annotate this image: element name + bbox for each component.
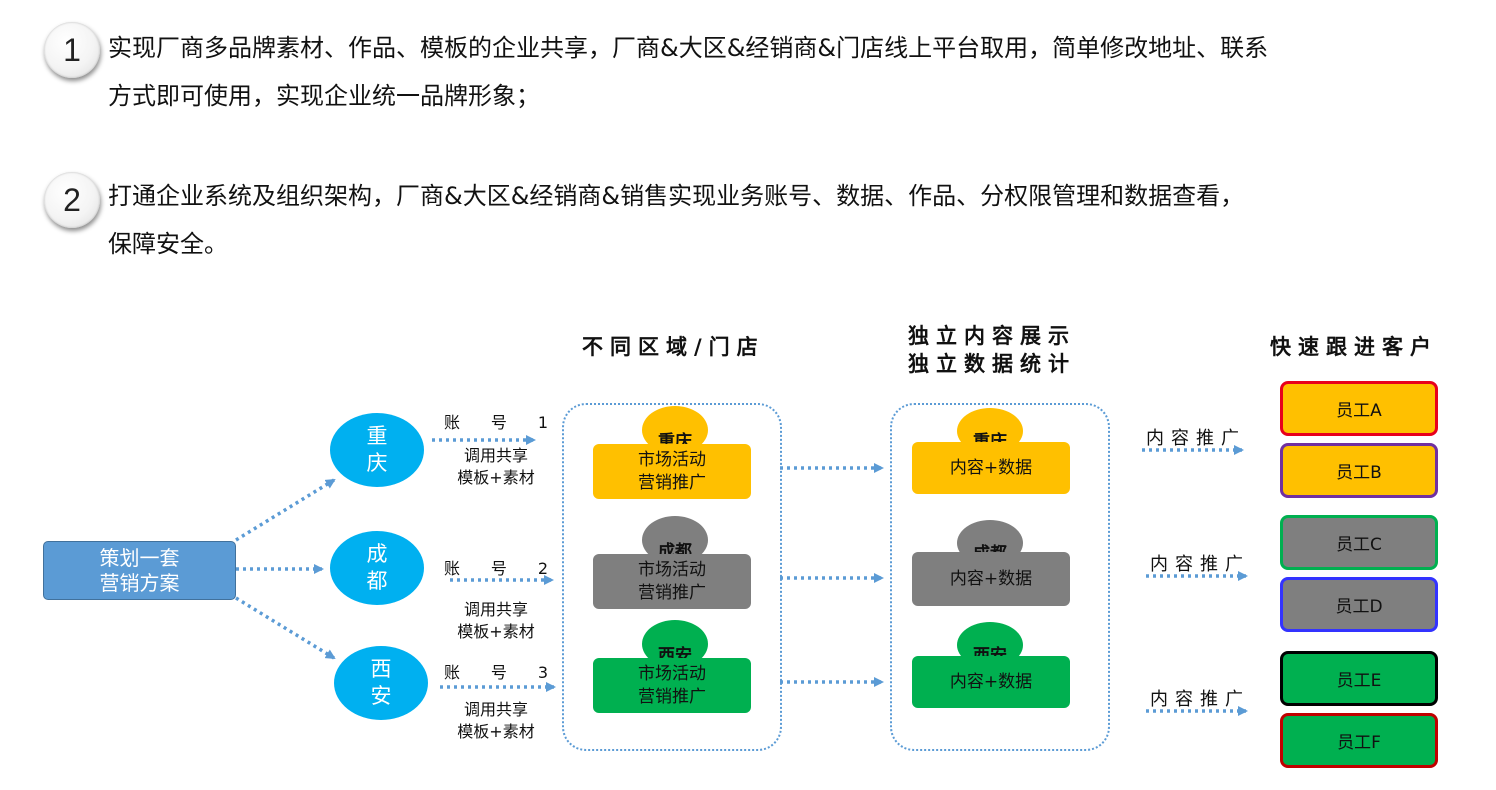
arrow-plan-to-chongqing bbox=[235, 478, 336, 542]
display-line: 内容+数据 bbox=[949, 671, 1033, 692]
city-char-1: 重 bbox=[366, 424, 388, 448]
regions-group bbox=[562, 403, 782, 751]
account-sub-1: 调用共享 bbox=[463, 446, 528, 465]
city-circle-chongqing: 重 庆 bbox=[330, 413, 424, 487]
city-char-1: 西 bbox=[370, 657, 392, 681]
staff-box-f: 员工F bbox=[1280, 713, 1438, 768]
account-word: 账 bbox=[444, 413, 461, 432]
point-1-line-2: 方式即可使用，实现企业统一品牌形象； bbox=[108, 82, 540, 110]
display-group bbox=[890, 403, 1110, 751]
point-1-line-1: 实现厂商多品牌素材、作品、模板的企业共享，厂商&大区&经销商&门店线上平台取用，… bbox=[108, 34, 1269, 62]
store-line-2: 营销推广 bbox=[638, 582, 706, 603]
account-word: 账 bbox=[444, 559, 461, 578]
account-label-2: 账 号 2 调用共享 模板+素材 bbox=[444, 559, 548, 643]
account-word: 账 bbox=[444, 663, 461, 682]
store-line-1: 市场活动 bbox=[638, 663, 706, 684]
display-line: 内容+数据 bbox=[949, 568, 1033, 589]
point-1-text: 实现厂商多品牌素材、作品、模板的企业共享，厂商&大区&经销商&门店线上平台取用，… bbox=[108, 24, 1268, 120]
account-sub-2: 模板+素材 bbox=[457, 468, 535, 487]
point-2-line-2: 保障安全。 bbox=[108, 230, 228, 258]
account-sub-1: 调用共享 bbox=[463, 600, 528, 619]
marketing-plan-box: 策划一套 营销方案 bbox=[43, 541, 236, 600]
account-number: 3 bbox=[537, 663, 548, 682]
city-char-2: 庆 bbox=[366, 451, 388, 475]
account-label-1: 账 号 1 调用共享 模板+素材 bbox=[444, 413, 548, 489]
display-card-xian: 内容+数据 bbox=[912, 656, 1070, 708]
store-card-chongqing: 市场活动 营销推广 bbox=[593, 444, 751, 499]
staff-box-b: 员工B bbox=[1280, 443, 1438, 498]
staff-box-d: 员工D bbox=[1280, 577, 1438, 632]
store-card-chengdu: 市场活动 营销推广 bbox=[593, 554, 751, 609]
display-line: 内容+数据 bbox=[949, 457, 1033, 478]
account-number: 2 bbox=[537, 559, 548, 578]
promotion-label-3: 内容推广 bbox=[1150, 689, 1250, 710]
staff-box-c: 员工C bbox=[1280, 515, 1438, 570]
staff-box-a: 员工A bbox=[1280, 381, 1438, 436]
city-char-2: 都 bbox=[366, 569, 388, 593]
account-word-2: 号 bbox=[490, 559, 507, 578]
account-sub-1: 调用共享 bbox=[463, 700, 528, 719]
city-char-2: 安 bbox=[370, 684, 392, 708]
plan-line-2: 营销方案 bbox=[99, 570, 180, 595]
account-number: 1 bbox=[537, 413, 548, 432]
account-word-2: 号 bbox=[490, 413, 507, 432]
store-line-1: 市场活动 bbox=[638, 449, 706, 470]
display-card-chongqing: 内容+数据 bbox=[912, 442, 1070, 494]
arrow-plan-to-xian bbox=[235, 596, 336, 660]
regions-title: 不同区域/门店 bbox=[582, 335, 765, 359]
display-title: 独立内容展示 独立数据统计 bbox=[908, 322, 1076, 378]
store-line-2: 营销推广 bbox=[638, 686, 706, 707]
display-card-chengdu: 内容+数据 bbox=[912, 552, 1070, 606]
display-title-line-2: 独立数据统计 bbox=[908, 352, 1076, 376]
plan-line-1: 策划一套 bbox=[99, 545, 180, 570]
account-label-3: 账 号 3 调用共享 模板+素材 bbox=[444, 663, 548, 743]
display-title-line-1: 独立内容展示 bbox=[908, 324, 1076, 348]
store-line-1: 市场活动 bbox=[638, 559, 706, 580]
point-2-text: 打通企业系统及组织架构，厂商&大区&经销商&销售实现业务账号、数据、作品、分权限… bbox=[108, 172, 1244, 268]
city-circle-chengdu: 成 都 bbox=[330, 531, 424, 605]
store-card-xian: 市场活动 营销推广 bbox=[593, 658, 751, 713]
point-2-number: 2 bbox=[44, 172, 100, 228]
account-word-2: 号 bbox=[490, 663, 507, 682]
city-char-1: 成 bbox=[366, 542, 388, 566]
point-1-number: 1 bbox=[44, 22, 100, 78]
account-sub-2: 模板+素材 bbox=[457, 622, 535, 641]
city-circle-xian: 西 安 bbox=[334, 646, 428, 720]
point-2-line-1: 打通企业系统及组织架构，厂商&大区&经销商&销售实现业务账号、数据、作品、分权限… bbox=[108, 182, 1245, 210]
promotion-label-1: 内容推广 bbox=[1146, 428, 1246, 449]
account-sub-2: 模板+素材 bbox=[457, 722, 535, 741]
follow-title: 快速跟进客户 bbox=[1270, 335, 1438, 359]
store-line-2: 营销推广 bbox=[638, 472, 706, 493]
staff-box-e: 员工E bbox=[1280, 651, 1438, 706]
promotion-label-2: 内容推广 bbox=[1150, 554, 1250, 575]
